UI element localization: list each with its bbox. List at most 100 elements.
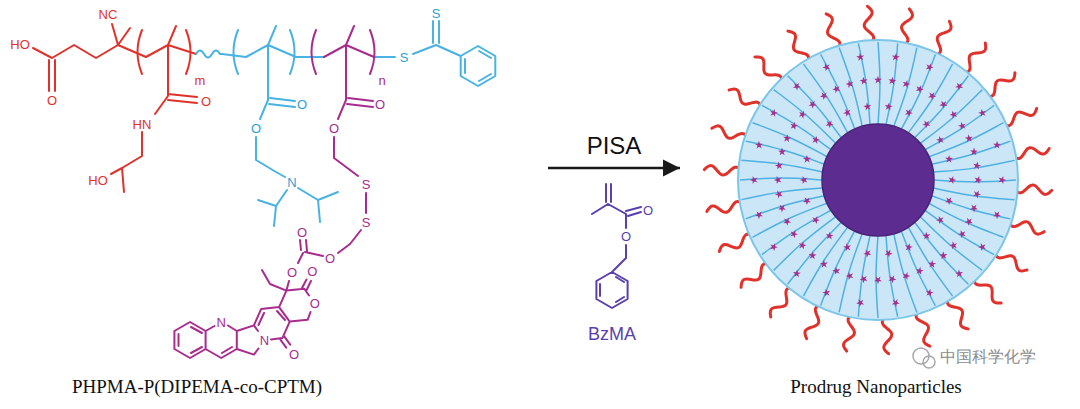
watermark: 中国科学化学 [938, 348, 1038, 366]
repeat-subscript: m [195, 74, 206, 87]
drug-mark [863, 102, 872, 111]
drug-mark [977, 242, 988, 253]
cptm-bonds [286, 26, 374, 291]
drug-mark [807, 99, 818, 110]
atom-label: O [289, 348, 299, 361]
drug-mark [818, 259, 829, 270]
bzma-structure [592, 184, 641, 308]
shell-chain [803, 64, 847, 133]
reaction-arrow [548, 167, 680, 170]
corona-chain [770, 287, 794, 317]
atom-label: O [621, 230, 631, 243]
cptm-brackets [312, 30, 375, 74]
drug-mark [954, 80, 965, 91]
drug-mark [891, 299, 900, 308]
drug-mark [788, 120, 799, 131]
corona-chain [985, 73, 1015, 97]
drug-mark [842, 243, 852, 253]
atom-label: N [287, 176, 296, 189]
atom-label: S [362, 178, 371, 191]
corona-chain [704, 166, 742, 175]
drug-mark [973, 190, 982, 199]
shell-chain [878, 42, 880, 124]
drug-mark [921, 231, 932, 242]
drug-mark [901, 272, 911, 282]
drug-mark [970, 203, 980, 213]
atom-label: O [325, 252, 335, 265]
drug-mark [810, 134, 821, 145]
drug-mark [914, 266, 924, 276]
atom-label: O [297, 98, 307, 111]
atom-label: O [287, 266, 297, 279]
drug-mark [807, 250, 818, 261]
drug-mark [993, 140, 1003, 150]
shell-chain [933, 188, 1014, 200]
drug-mark [884, 102, 893, 111]
drug-mark [800, 176, 808, 184]
corona-chain [994, 250, 1027, 271]
atom-label: S [362, 216, 371, 229]
corona-chain [719, 234, 754, 251]
corona-chain [916, 310, 930, 346]
drug-mark [964, 216, 974, 226]
drug-mark [791, 80, 802, 91]
corona-chain [1012, 148, 1049, 159]
drug-mark [948, 109, 959, 120]
phpma-brackets [138, 30, 191, 74]
shell-chain [774, 90, 836, 144]
atom-label: S [400, 51, 409, 64]
drug-mark [874, 277, 882, 285]
drug-mark [884, 249, 893, 258]
drug-mark [754, 210, 764, 220]
block-junction [196, 51, 222, 58]
atom-label: O [310, 297, 320, 310]
drug-mark [914, 84, 924, 94]
atom-label: NC [99, 8, 118, 21]
shell-chain [752, 203, 827, 237]
structure-panel: PHPMA-P(DIPEMA-co-CPTM) [0, 0, 548, 409]
corona-chain [962, 43, 986, 73]
dipema-bonds [222, 26, 338, 226]
drug-mark [863, 249, 872, 258]
atom-label: O [307, 264, 317, 277]
corona-chain [712, 126, 748, 140]
shell-chain [821, 54, 855, 129]
drug-mark [935, 215, 946, 226]
drug-mark [891, 53, 900, 62]
drug-mark [975, 176, 983, 184]
drug-mark [874, 76, 882, 84]
shell-layer [738, 40, 1018, 320]
drug-mark [797, 109, 808, 120]
atom-label: O [375, 98, 385, 111]
shell-chain [901, 54, 935, 129]
drug-mark [938, 250, 949, 261]
drug-mark [993, 210, 1003, 220]
drug-mark [831, 266, 841, 276]
drug-mark [821, 288, 831, 298]
shell-chain [920, 217, 982, 271]
drug-mark [859, 76, 868, 85]
drug-mark [948, 240, 959, 251]
atom-label: HN [133, 118, 152, 131]
drug-mark [949, 176, 957, 184]
corona-chain [947, 296, 968, 329]
drug-mark [957, 229, 968, 240]
drug-mark [821, 62, 831, 72]
drug-mark [777, 203, 787, 213]
drug-mark [802, 196, 812, 206]
drug-mark [791, 269, 802, 280]
drug-mark [970, 147, 980, 157]
corona-chain [741, 263, 771, 287]
phpma-bonds [33, 24, 197, 192]
atom-label: HO [88, 174, 108, 187]
corona-chain [805, 304, 822, 339]
camptothecin-rings [174, 270, 311, 358]
corona-chain [755, 57, 782, 84]
atom-label: O [329, 122, 339, 135]
drug-mark [935, 134, 946, 145]
caption-text: PHPMA-P(DIPEMA-co-CPTM) [72, 377, 322, 396]
shell-chain [821, 231, 855, 306]
shell-chain [908, 227, 952, 296]
drug-mark [824, 118, 835, 129]
